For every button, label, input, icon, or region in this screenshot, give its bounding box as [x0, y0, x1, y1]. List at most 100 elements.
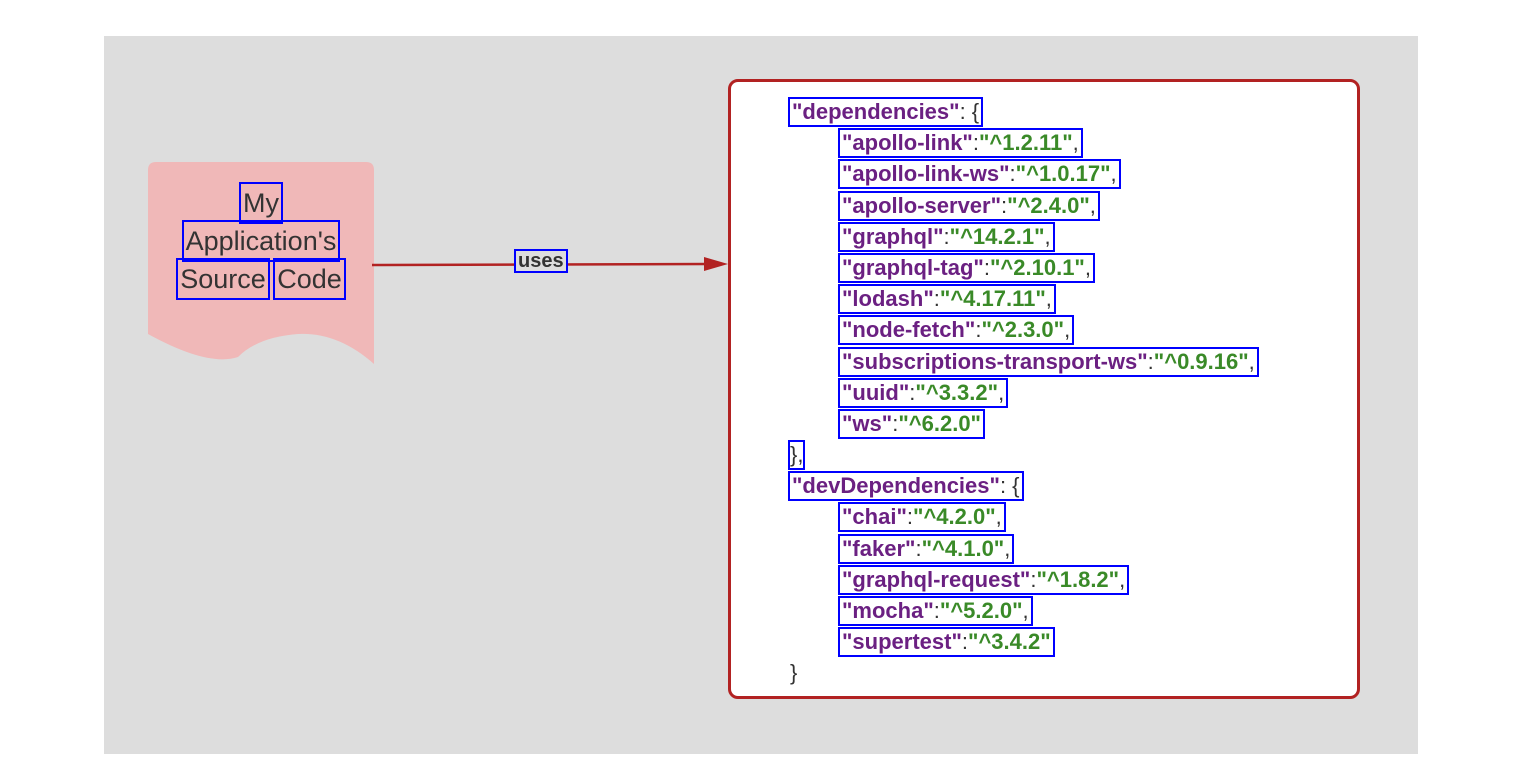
package-version: "^3.3.2"	[915, 379, 999, 405]
colon: :	[983, 254, 990, 280]
comma: ,	[995, 504, 1002, 530]
colon: :	[975, 317, 982, 343]
package-version: "^4.2.0"	[913, 504, 996, 530]
label-word: Code	[273, 258, 346, 300]
colon: :	[933, 286, 940, 312]
comma: ,	[1022, 598, 1029, 623]
dev-dependencies-header: "devDependencies": {	[788, 470, 1257, 502]
dependency-entry: "graphql-tag":"^2.10.1",	[790, 252, 1257, 283]
open-brace: : {	[959, 99, 980, 124]
dependency-entry: "chai":"^4.2.0",	[790, 501, 1257, 533]
dependency-entry: "supertest":"^3.4.2"	[790, 626, 1257, 658]
comma: ,	[1089, 192, 1096, 218]
package-version: "^1.2.11"	[979, 130, 1073, 156]
dependency-entry: "uuid":"^3.3.2",	[790, 377, 1257, 408]
comma: ,	[998, 379, 1005, 405]
comma: ,	[1119, 566, 1126, 592]
package-version: "^4.17.11"	[939, 286, 1046, 312]
dependency-entry: "mocha":"^5.2.0",	[790, 595, 1257, 626]
dependency-entry: "node-fetch":"^2.3.0",	[790, 314, 1257, 346]
colon: :	[892, 410, 899, 436]
colon: :	[1030, 566, 1037, 592]
package-version: "^2.4.0"	[1007, 192, 1090, 218]
section-key-token: "devDependencies": {	[788, 471, 1024, 502]
close-brace-row: },	[787, 439, 1257, 471]
package-version: "^6.2.0"	[898, 410, 981, 436]
label-word: Source	[176, 258, 270, 300]
colon: :	[915, 535, 922, 561]
colon: :	[1001, 192, 1008, 218]
label-line-1: My	[148, 182, 374, 224]
open-brace: : {	[999, 473, 1020, 499]
package-name: "faker"	[842, 535, 916, 561]
colon: :	[909, 379, 916, 405]
dependency-entry: "subscriptions-transport-ws":"^0.9.16",	[790, 346, 1259, 377]
label-line-2: Application's	[148, 220, 374, 262]
dependency-token: "node-fetch":"^2.3.0",	[837, 315, 1075, 346]
dependency-token: "ws":"^6.2.0"	[838, 408, 985, 439]
dependencies-header: "dependencies": {	[787, 96, 1257, 127]
package-version: "^2.10.1"	[989, 254, 1085, 280]
package-version: "^14.2.1"	[949, 223, 1045, 249]
dependency-token: "apollo-link-ws":"^1.0.17",	[838, 159, 1121, 190]
section-key: "devDependencies"	[792, 473, 1000, 499]
dependency-token: "lodash":"^4.17.11",	[838, 284, 1056, 315]
package-name: "mocha"	[842, 598, 934, 623]
package-version: "^1.8.2"	[1036, 566, 1120, 592]
colon: :	[933, 598, 940, 623]
dependency-entry: "apollo-server":"^2.4.0",	[790, 190, 1257, 221]
comma: ,	[1248, 348, 1255, 374]
source-code-document-shape[interactable]	[148, 162, 374, 364]
comma: ,	[1045, 286, 1052, 312]
comma: ,	[1084, 254, 1091, 280]
dependency-token: "graphql":"^14.2.1",	[838, 221, 1055, 252]
label-word: My	[239, 182, 283, 224]
dependency-token: "apollo-link":"^1.2.11",	[838, 128, 1083, 159]
package-version: "^0.9.16"	[1153, 348, 1249, 374]
colon: :	[961, 629, 969, 655]
colon: :	[1147, 348, 1154, 374]
package-name: "supertest"	[842, 629, 962, 655]
dependency-token: "graphql-request":"^1.8.2",	[837, 564, 1130, 595]
package-version: "^5.2.0"	[939, 598, 1023, 623]
dependency-token: "graphql-tag":"^2.10.1",	[838, 252, 1095, 283]
colon: :	[972, 130, 979, 156]
comma: ,	[1110, 161, 1117, 187]
dependency-entry: "apollo-link":"^1.2.11",	[790, 127, 1257, 159]
dependencies-code: "dependencies": {"apollo-link":"^1.2.11"…	[787, 96, 1259, 689]
package-name: "graphql-request"	[842, 566, 1031, 592]
dependency-entry: "lodash":"^4.17.11",	[790, 283, 1257, 315]
dependencies-box[interactable]	[728, 79, 1360, 699]
package-version: "^3.4.2"	[968, 629, 1051, 655]
dependency-entry: "graphql":"^14.2.1",	[790, 221, 1257, 252]
dependency-entry: "faker":"^4.1.0",	[790, 533, 1257, 564]
comma: ,	[1072, 130, 1079, 156]
comma: ,	[1044, 223, 1051, 249]
dependency-token: "mocha":"^5.2.0",	[838, 596, 1033, 626]
package-name: "ws"	[842, 410, 893, 436]
package-name: "chai"	[842, 504, 907, 530]
arrowhead-icon	[704, 257, 728, 271]
dependency-token: "apollo-server":"^2.4.0",	[838, 190, 1100, 221]
dependency-entry: "ws":"^6.2.0"	[790, 408, 1257, 439]
label-word: Application's	[181, 220, 341, 262]
close-brace-token: },	[787, 440, 806, 471]
dependency-token: "supertest":"^3.4.2"	[838, 627, 1055, 658]
dependency-token: "chai":"^4.2.0",	[838, 502, 1006, 533]
package-version: "^1.0.17"	[1015, 161, 1111, 187]
dependency-token: "uuid":"^3.3.2",	[837, 377, 1009, 408]
package-name: "node-fetch"	[842, 317, 976, 343]
dependency-entry: "graphql-request":"^1.8.2",	[790, 564, 1257, 595]
final-close-brace: }	[790, 660, 798, 686]
final-brace-row: }	[790, 657, 1257, 688]
package-name: "uuid"	[842, 379, 910, 405]
package-name: "apollo-link"	[842, 130, 973, 156]
comma: ,	[1004, 535, 1011, 561]
package-name: "apollo-link-ws"	[842, 161, 1010, 187]
package-name: "lodash"	[842, 286, 934, 312]
colon: :	[1009, 161, 1016, 187]
section-key: "dependencies"	[792, 99, 960, 124]
package-name: "graphql-tag"	[842, 254, 984, 280]
package-version: "^2.3.0"	[981, 317, 1065, 343]
package-name: "graphql"	[842, 223, 944, 249]
